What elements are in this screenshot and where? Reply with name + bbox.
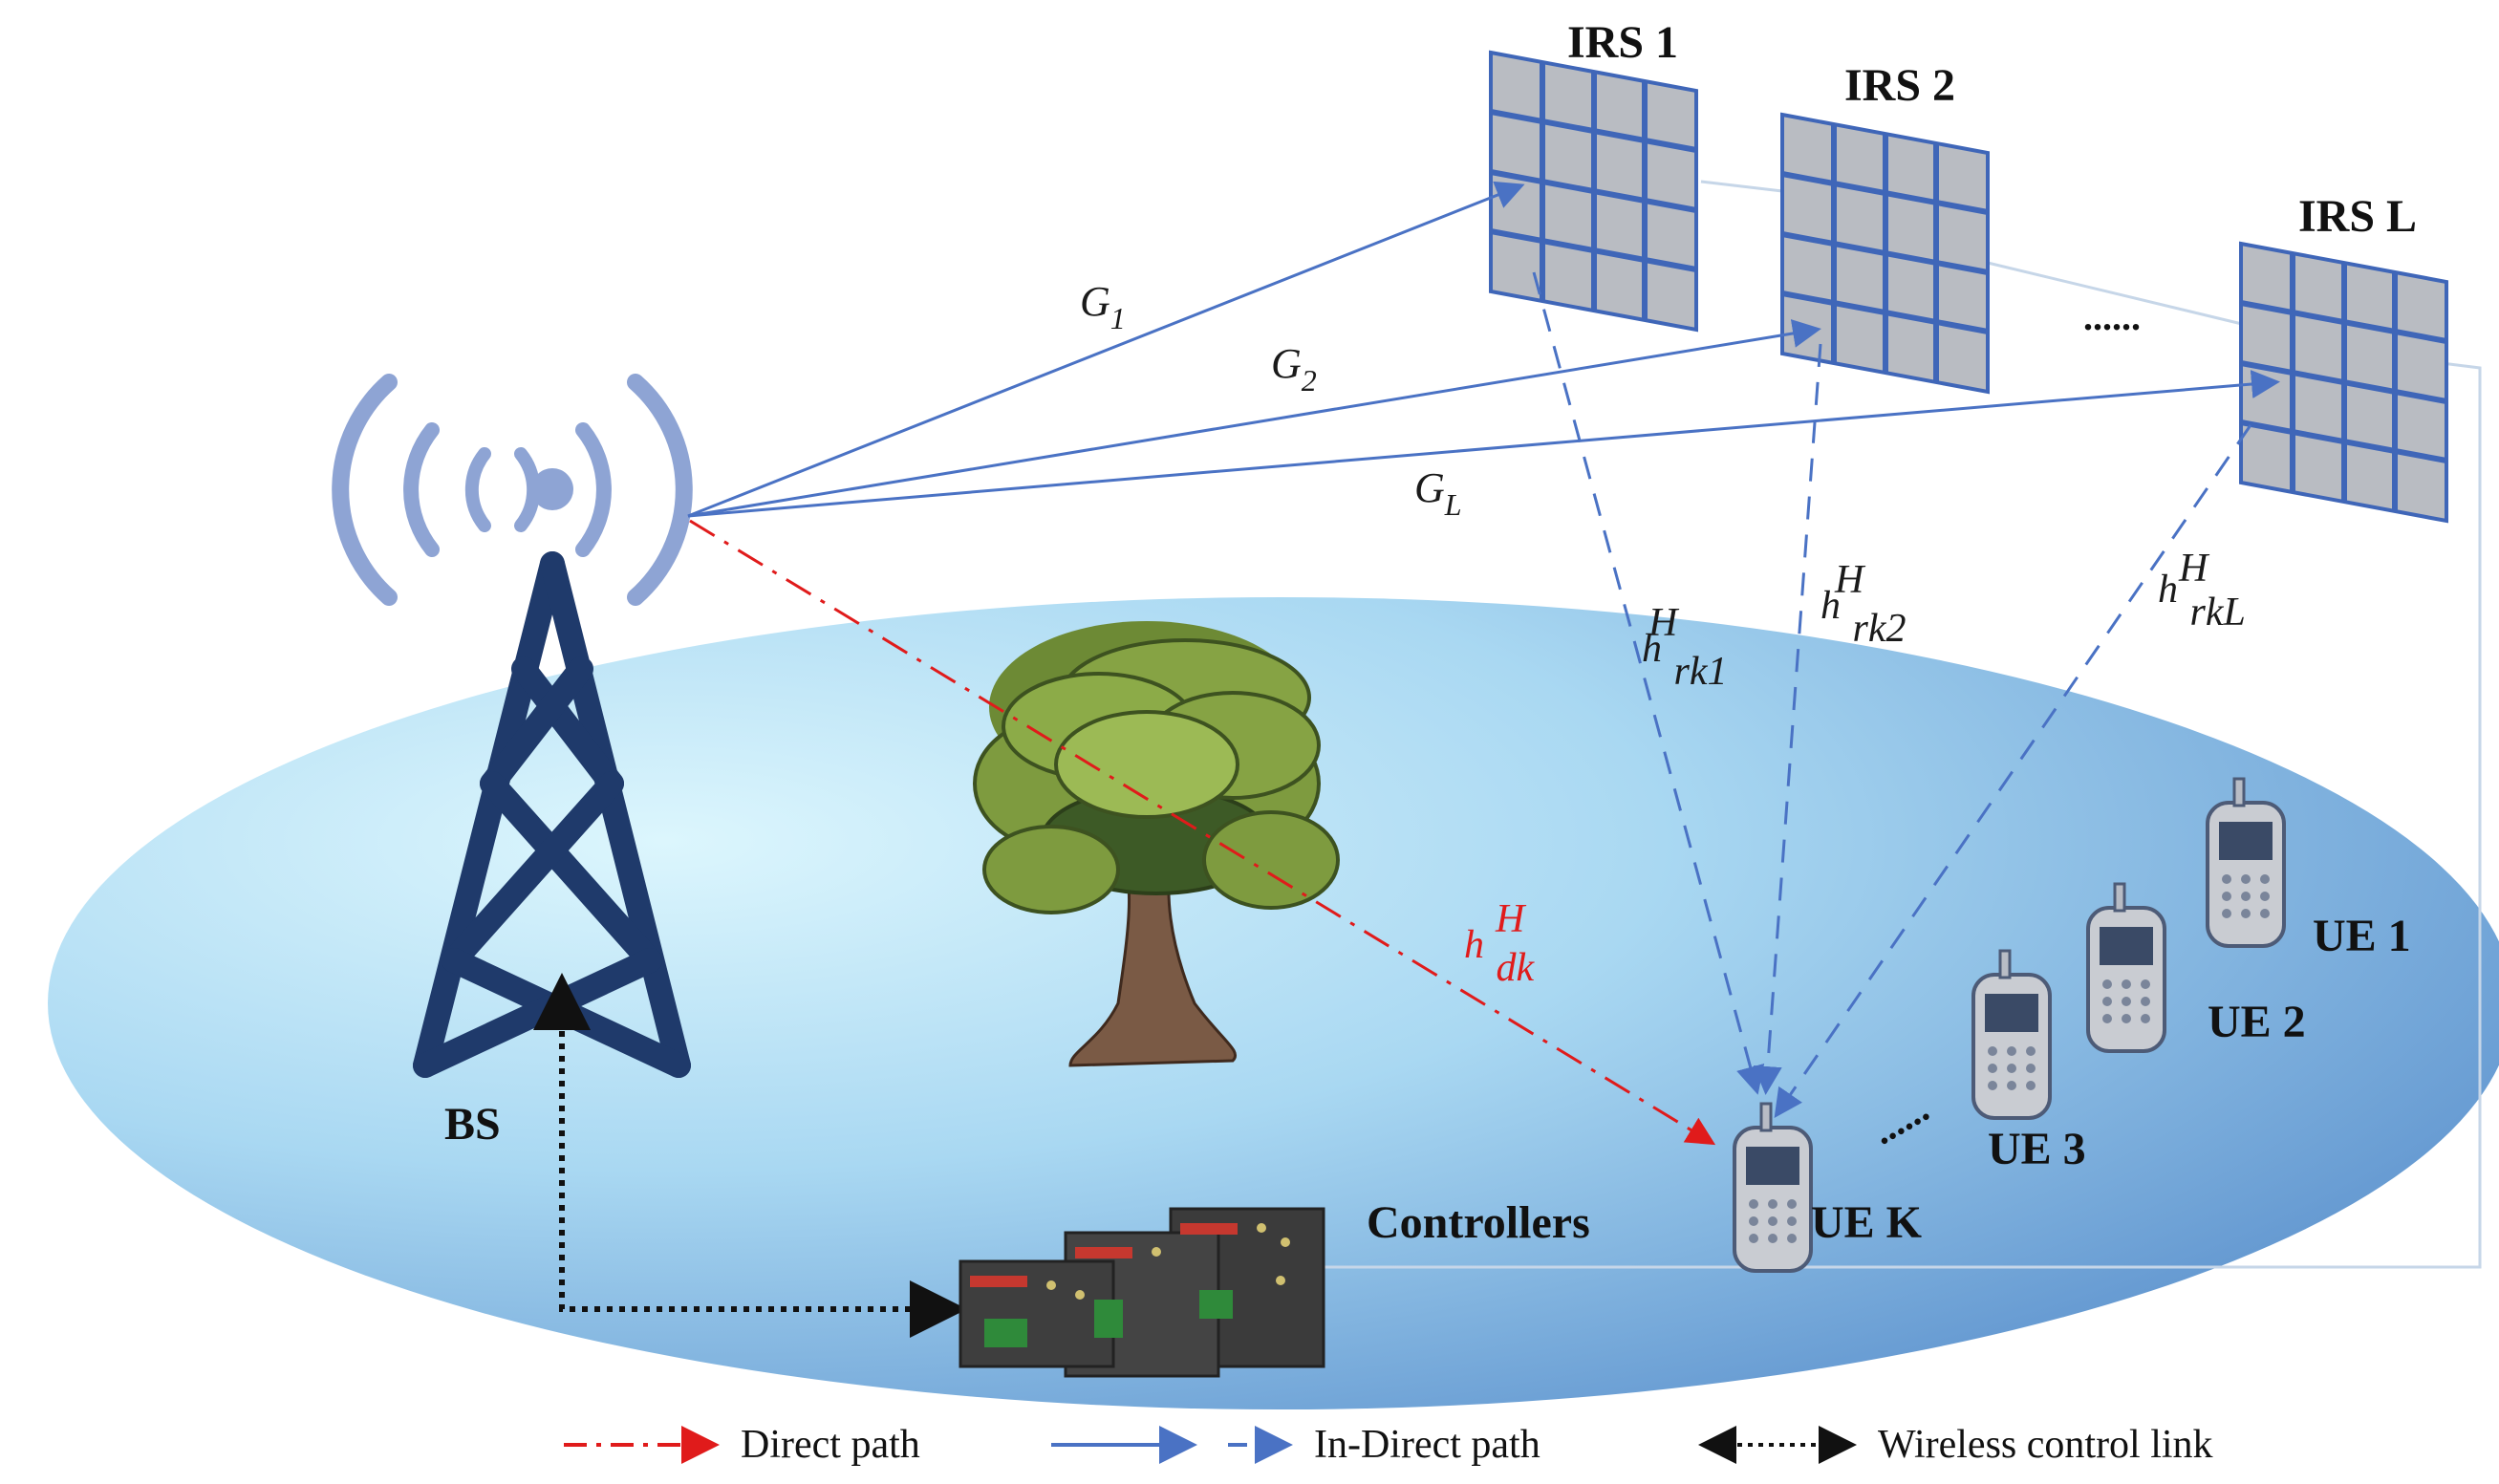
h-dk-label: H h dk bbox=[1464, 897, 1536, 990]
coverage-area bbox=[48, 597, 2499, 1409]
h-rk2-label: H h rk2 bbox=[1820, 558, 1907, 651]
irs-2-label: IRS 2 bbox=[1844, 60, 1955, 111]
irs-dots: ...... bbox=[2083, 295, 2141, 338]
controllers-label: Controllers bbox=[1367, 1197, 1590, 1248]
gL-label: GL bbox=[1414, 464, 1462, 522]
ue-2-label: UE 2 bbox=[2208, 997, 2306, 1047]
controller-rack-icon bbox=[959, 1207, 1325, 1378]
g1-label: G1 bbox=[1080, 278, 1126, 335]
h-rkL-label: H h rkL bbox=[2158, 547, 2246, 634]
irs-ue-links bbox=[1532, 271, 2252, 1118]
irs-panel-2 bbox=[1780, 112, 1990, 395]
legend-direct-label: Direct path bbox=[741, 1423, 920, 1467]
bs-irs-links bbox=[687, 181, 2280, 518]
legend-control-label: Wireless control link bbox=[1878, 1423, 2213, 1467]
irs-1-label: IRS 1 bbox=[1567, 17, 1678, 68]
ue-k-label: UE K bbox=[1811, 1197, 1922, 1248]
tree-icon bbox=[973, 621, 1340, 1067]
legend: Direct path In-Direct path Wireless cont… bbox=[564, 1423, 2213, 1467]
ue-3-label: UE 3 bbox=[1988, 1124, 2086, 1174]
bs-label: BS bbox=[444, 1099, 501, 1150]
irs-panel-1 bbox=[1489, 50, 1698, 333]
ue-1-label: UE 1 bbox=[2313, 911, 2411, 961]
h-rk1-label: H h rk1 bbox=[1642, 601, 1728, 694]
irs-panel-L bbox=[2239, 241, 2448, 524]
g2-label: G2 bbox=[1271, 340, 1317, 398]
wireless-control-link bbox=[559, 994, 967, 1338]
legend-indirect-label: In-Direct path bbox=[1314, 1423, 1540, 1467]
mobile-phone-icon bbox=[1733, 777, 2286, 1273]
signal-waves-icon bbox=[332, 374, 693, 606]
irs-L-label: IRS L bbox=[2298, 191, 2417, 242]
controller-link-line bbox=[1309, 361, 2482, 1269]
